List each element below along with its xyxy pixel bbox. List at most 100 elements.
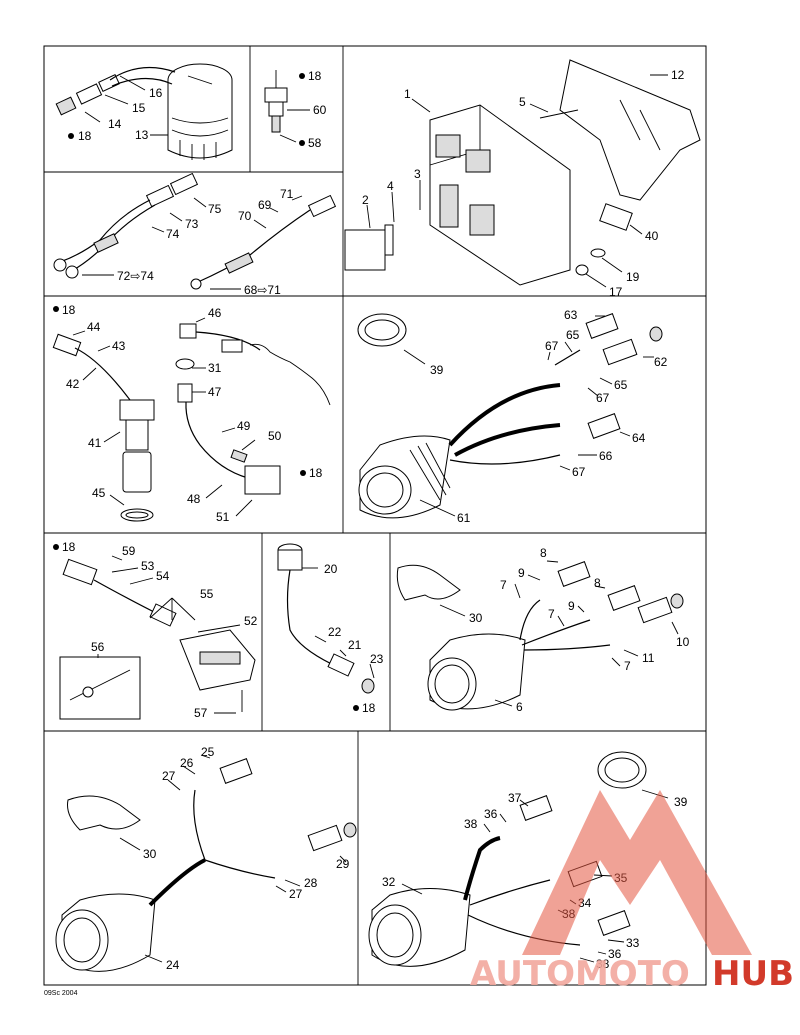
callout-64: 64 bbox=[632, 431, 646, 445]
callout-7: 7 bbox=[548, 607, 555, 621]
panel-10-drawing bbox=[55, 758, 357, 972]
drop-18: 18 bbox=[362, 701, 376, 715]
watermark-logo-icon bbox=[522, 790, 752, 955]
panel-7-drawing bbox=[59, 558, 256, 720]
callout-33: 33 bbox=[626, 936, 640, 950]
panel-3-drawing bbox=[344, 59, 701, 286]
callout-1: 1 bbox=[404, 87, 411, 101]
callout-23: 23 bbox=[370, 652, 384, 666]
drop-58: 58 bbox=[308, 136, 322, 150]
callout-45: 45 bbox=[92, 486, 106, 500]
callout-69: 69 bbox=[258, 198, 272, 212]
callout-75: 75 bbox=[208, 202, 222, 216]
watermark-text-left: AUTOMOTO bbox=[470, 954, 690, 994]
callout-9: 9 bbox=[568, 599, 575, 613]
callout-3: 3 bbox=[414, 167, 421, 181]
callout-53: 53 bbox=[141, 559, 155, 573]
callout-54: 54 bbox=[156, 569, 170, 583]
callout-39: 39 bbox=[674, 795, 688, 809]
callout-21: 21 bbox=[348, 638, 362, 652]
callout-16: 16 bbox=[149, 86, 163, 100]
callout-6: 6 bbox=[516, 700, 523, 714]
callout-46: 46 bbox=[208, 306, 222, 320]
callout-59: 59 bbox=[122, 544, 136, 558]
callout-44: 44 bbox=[87, 320, 101, 334]
callout-52: 52 bbox=[244, 614, 258, 628]
callout-47: 47 bbox=[208, 385, 222, 399]
watermark: AUTOMOTO HUB bbox=[470, 790, 794, 994]
drop-icon bbox=[68, 133, 74, 139]
callout-62: 62 bbox=[654, 355, 668, 369]
callout-55: 55 bbox=[200, 587, 214, 601]
callout-43: 43 bbox=[112, 339, 126, 353]
drop-icon bbox=[53, 306, 59, 312]
drop-icon bbox=[299, 73, 305, 79]
drop-icon bbox=[53, 544, 59, 550]
drop-18: 18 bbox=[308, 69, 322, 83]
panel-frames bbox=[43, 45, 707, 986]
callout-8: 8 bbox=[594, 576, 601, 590]
callout-38: 38 bbox=[596, 957, 610, 971]
callout-19: 19 bbox=[626, 270, 640, 284]
callout-61: 61 bbox=[457, 511, 471, 525]
callout-27: 27 bbox=[162, 769, 176, 783]
callout-42: 42 bbox=[66, 377, 80, 391]
callout-26: 26 bbox=[180, 756, 194, 770]
callout-7: 7 bbox=[624, 659, 631, 673]
drop-18: 18 bbox=[62, 303, 76, 317]
callout-13: 13 bbox=[135, 128, 149, 142]
drop-icon bbox=[300, 470, 306, 476]
callout-11: 11 bbox=[642, 651, 655, 665]
footer-code: 09Sc 2004 bbox=[44, 990, 78, 997]
callout-57: 57 bbox=[194, 706, 208, 720]
panel-9-drawing bbox=[396, 561, 684, 711]
callout-40: 40 bbox=[645, 229, 659, 243]
callout-67: 67 bbox=[545, 339, 559, 353]
drop-18: 18 bbox=[62, 540, 76, 554]
callout-2: 2 bbox=[362, 193, 369, 207]
callout-70: 70 bbox=[238, 209, 252, 223]
callout-71: 71 bbox=[280, 187, 294, 201]
callout-4: 4 bbox=[387, 179, 394, 193]
callout-65: 65 bbox=[566, 328, 580, 342]
callout-24: 24 bbox=[166, 958, 180, 972]
callout-63: 63 bbox=[564, 308, 578, 322]
callout-51: 51 bbox=[216, 510, 230, 524]
panel-8-drawing bbox=[277, 543, 375, 694]
callout-31: 31 bbox=[208, 361, 222, 375]
callout-9: 9 bbox=[518, 566, 525, 580]
drop-18: 18 bbox=[309, 466, 323, 480]
callout-73: 73 bbox=[185, 217, 199, 231]
panel-2-drawing bbox=[264, 70, 288, 133]
panel-11-drawing bbox=[368, 751, 647, 967]
panel-1-leaders bbox=[84, 75, 168, 136]
callout-72-74: 72⇨74 bbox=[117, 269, 154, 283]
callout-36: 36 bbox=[608, 947, 622, 961]
callout-7: 7 bbox=[500, 578, 507, 592]
callout-27: 27 bbox=[289, 887, 303, 901]
callout-17: 17 bbox=[609, 285, 623, 299]
callout-67: 67 bbox=[572, 465, 586, 479]
callout-41: 41 bbox=[88, 436, 102, 450]
watermark-text-right: HUB bbox=[712, 954, 794, 994]
callout-74: 74 bbox=[166, 227, 180, 241]
callout-65: 65 bbox=[614, 378, 628, 392]
drop-icon bbox=[299, 140, 305, 146]
drop-icon bbox=[353, 705, 359, 711]
callout-37: 37 bbox=[508, 791, 522, 805]
panel-4-drawing bbox=[53, 172, 337, 290]
callout-29: 29 bbox=[336, 857, 350, 871]
callout-38: 38 bbox=[464, 817, 478, 831]
callout-66: 66 bbox=[599, 449, 613, 463]
callout-8: 8 bbox=[540, 546, 547, 560]
callout-48: 48 bbox=[187, 492, 201, 506]
callout-56: 56 bbox=[91, 640, 105, 654]
panel-6-drawing bbox=[357, 313, 663, 519]
callout-30: 30 bbox=[469, 611, 483, 625]
callout-68-71: 68⇨71 bbox=[244, 283, 281, 297]
drop-18: 18 bbox=[78, 129, 92, 143]
callout-25: 25 bbox=[201, 745, 215, 759]
callout-5: 5 bbox=[519, 95, 526, 109]
callout-14: 14 bbox=[108, 117, 122, 131]
callout-30: 30 bbox=[143, 847, 157, 861]
